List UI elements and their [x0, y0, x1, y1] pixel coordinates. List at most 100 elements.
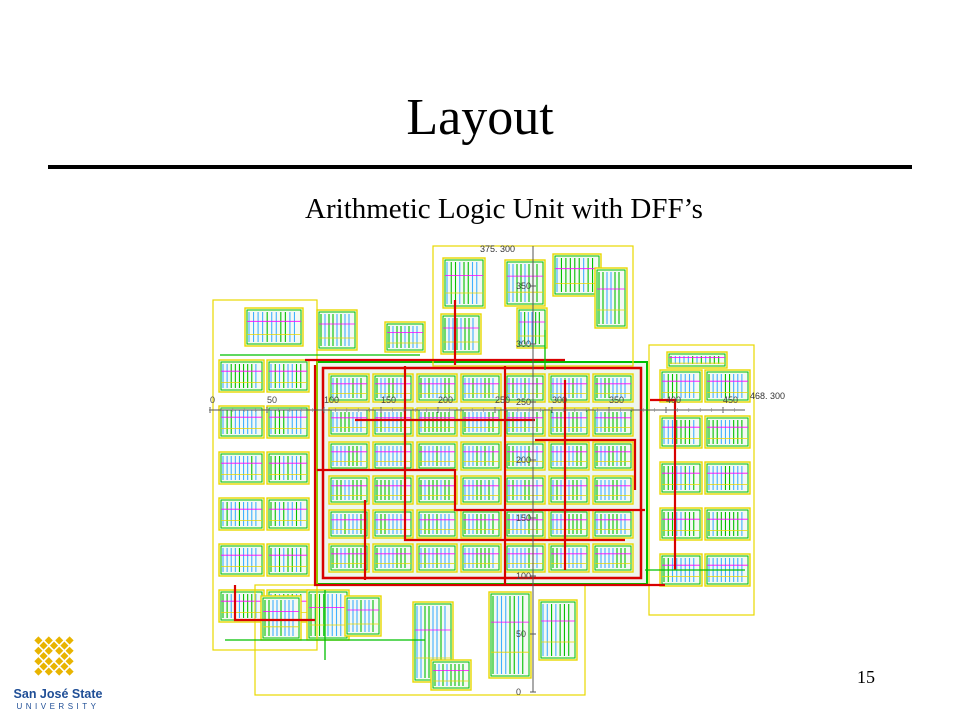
x-tick-label: 400	[666, 395, 681, 405]
x-tick-label: 0	[210, 395, 215, 405]
layout-cell	[659, 415, 703, 449]
layout-cell	[416, 373, 458, 403]
logo-diamond	[34, 646, 43, 655]
layout-cell	[372, 543, 414, 573]
layout-cell	[218, 405, 265, 439]
layout-cell	[266, 543, 310, 577]
layout-cell	[592, 373, 634, 403]
logo-diamond	[34, 667, 43, 676]
slide-subtitle: Arithmetic Logic Unit with DFF’s	[305, 193, 703, 225]
logo-diamond	[34, 657, 43, 666]
x-tick-label: 200	[438, 395, 453, 405]
layout-cell	[328, 441, 370, 471]
layout-cell	[416, 543, 458, 573]
y-tick-label: 150	[516, 513, 531, 523]
layout-cell	[344, 595, 382, 637]
sjsu-logo-icon	[34, 636, 74, 676]
layout-cell	[316, 309, 358, 351]
logo-diamond	[65, 636, 74, 645]
layout-cell	[372, 509, 414, 539]
layout-cell	[592, 509, 634, 539]
sjsu-logo: San José State UNIVERSITY	[8, 632, 108, 717]
layout-cell	[504, 509, 546, 539]
logo-diamond	[65, 657, 74, 666]
layout-cell	[384, 321, 426, 353]
layout-cell	[552, 253, 602, 297]
layout-cell	[594, 267, 628, 329]
y-tick-label: 250	[516, 397, 531, 407]
layout-cell	[416, 407, 458, 437]
metal2-wire	[317, 468, 645, 512]
layout-cell	[260, 595, 302, 641]
layout-cell	[218, 359, 265, 393]
layout-cell	[218, 543, 265, 577]
layout-cell	[218, 589, 265, 623]
right-coordinate-label: 468. 300	[750, 391, 785, 401]
layout-cell	[659, 461, 703, 495]
logo-name: San José State	[13, 687, 103, 701]
layout-cell	[592, 407, 634, 437]
layout-cell	[548, 407, 590, 437]
layout-cell	[548, 373, 590, 403]
layout-cell	[328, 509, 370, 539]
layout-cell	[659, 507, 703, 541]
logo-diamond	[39, 651, 48, 661]
layout-cell	[416, 441, 458, 471]
layout-wires	[220, 300, 745, 660]
layout-cell	[504, 475, 546, 505]
logo-diamond	[39, 662, 48, 671]
layout-cell	[430, 659, 472, 691]
logo-diamond	[49, 641, 59, 650]
y-tick-label: 100	[516, 571, 531, 581]
layout-cell	[548, 509, 590, 539]
layout-cell	[372, 475, 414, 505]
layout-cell	[266, 359, 310, 393]
logo-diamond	[44, 657, 53, 666]
layout-cell	[328, 373, 370, 403]
logo-diamond	[65, 667, 74, 676]
page-number: 15	[857, 667, 875, 687]
layout-cell	[548, 441, 590, 471]
logo-diamond	[55, 657, 64, 666]
layout-cell	[548, 543, 590, 573]
x-tick-label: 250	[495, 395, 510, 405]
layout-cell	[442, 257, 486, 309]
y-tick-label: 350	[516, 281, 531, 291]
x-tick-label: 350	[609, 395, 624, 405]
y-tick-label: 300	[516, 339, 531, 349]
logo-diamond	[55, 636, 64, 645]
layout-cell	[538, 599, 578, 661]
logo-diamond	[60, 651, 69, 661]
layout-cell	[504, 259, 546, 307]
layout-cell	[218, 451, 265, 485]
y-tick-label: 50	[516, 629, 526, 639]
layout-cell	[704, 415, 751, 449]
layout-cell	[328, 543, 370, 573]
layout-cell	[704, 369, 751, 403]
layout-cell	[266, 497, 310, 531]
layout-cell	[592, 441, 634, 471]
layout-cell	[460, 509, 502, 539]
x-tick-label: 50	[267, 395, 277, 405]
layout-cell	[440, 313, 482, 355]
logo-diamond	[44, 667, 53, 676]
logo-diamond	[44, 636, 53, 645]
layout-cell	[659, 369, 703, 403]
slide-title: Layout	[406, 89, 554, 146]
layout-cell	[504, 373, 546, 403]
layout-cell	[372, 407, 414, 437]
layout-cell	[460, 441, 502, 471]
layout-cell	[218, 497, 265, 531]
logo-diamond	[44, 646, 53, 655]
y-tick-label: 200	[516, 455, 531, 465]
logo-diamond	[49, 662, 59, 671]
logo-sub: UNIVERSITY	[16, 702, 100, 711]
layout-cell	[416, 509, 458, 539]
x-tick-label: 450	[723, 395, 738, 405]
layout-cell	[504, 407, 546, 437]
layout-cell	[504, 543, 546, 573]
logo-diamond	[39, 641, 48, 650]
